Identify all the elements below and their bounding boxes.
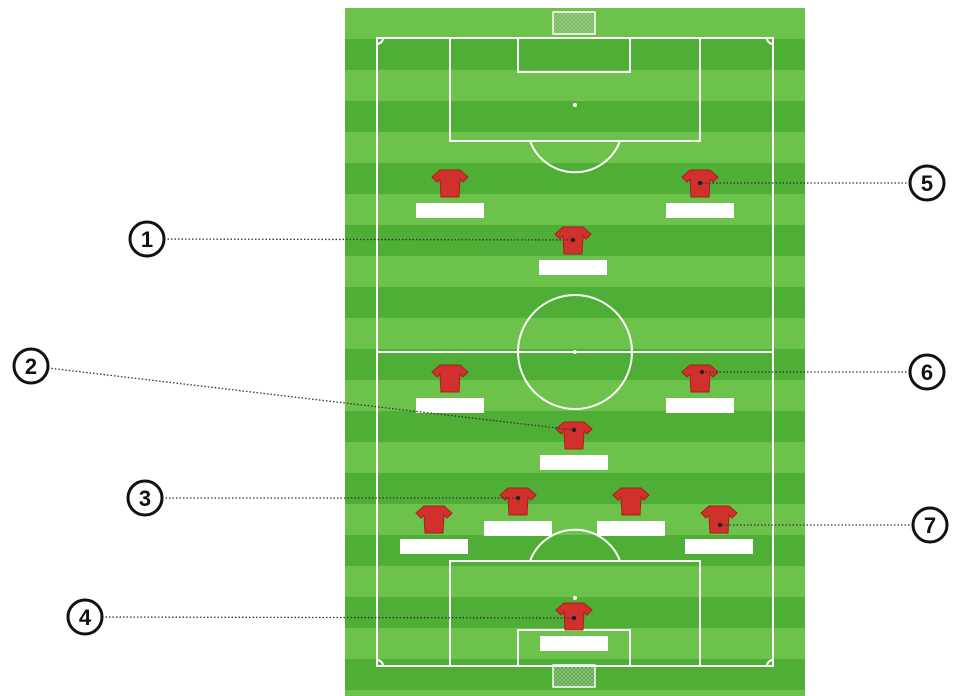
grass-stripe xyxy=(345,349,805,380)
player-name-plate xyxy=(400,539,468,554)
callout-circle xyxy=(911,506,949,544)
player-marker xyxy=(666,364,734,413)
grass-stripe xyxy=(345,318,805,349)
callout-leader-line xyxy=(47,367,575,431)
grass-stripe xyxy=(345,566,805,597)
player-name-plate xyxy=(666,203,734,218)
corner-arc xyxy=(376,37,384,45)
callout-circle xyxy=(908,164,946,202)
callout-circle xyxy=(66,598,104,636)
goal-net-bottom xyxy=(552,664,596,688)
player-marker xyxy=(400,505,468,554)
grass-stripe xyxy=(345,194,805,225)
grass-stripe xyxy=(345,163,805,194)
player-name-plate xyxy=(416,398,484,413)
callout-3: 3 xyxy=(126,479,521,517)
callout-circle xyxy=(126,479,164,517)
callout-circle xyxy=(908,353,946,391)
jersey-icon xyxy=(700,505,738,534)
callout-4: 4 xyxy=(66,598,577,636)
callout-number: 6 xyxy=(921,360,933,385)
callout-number: 2 xyxy=(25,354,37,379)
callout-2: 2 xyxy=(12,347,577,433)
player-name-plate xyxy=(539,260,607,275)
player-marker xyxy=(540,421,608,470)
callout-target-dot xyxy=(571,427,577,433)
player-name-plate xyxy=(597,521,665,536)
callout-target-dot xyxy=(515,495,521,501)
player-name-plate xyxy=(685,539,753,554)
grass-stripe xyxy=(345,473,805,504)
penalty-spot-top xyxy=(573,103,577,107)
player-name-plate xyxy=(416,203,484,218)
callout-1: 1 xyxy=(128,220,576,258)
player-marker xyxy=(416,169,484,218)
player-name-plate xyxy=(484,521,552,536)
jersey-icon xyxy=(431,364,469,393)
callout-6: 6 xyxy=(699,353,946,391)
goal-area-top xyxy=(517,37,631,73)
corner-arc xyxy=(376,659,384,667)
jersey-icon xyxy=(431,169,469,198)
callout-number: 5 xyxy=(921,171,933,196)
callout-number: 3 xyxy=(139,486,151,511)
callout-leader-line xyxy=(101,616,575,619)
grass-stripe xyxy=(345,380,805,411)
penalty-arc-bottom xyxy=(529,528,621,562)
jersey-icon xyxy=(555,421,593,450)
player-marker xyxy=(685,505,753,554)
jersey-icon xyxy=(612,487,650,516)
callout-target-dot xyxy=(717,522,723,528)
player-marker xyxy=(597,487,665,536)
centre-spot xyxy=(573,350,577,354)
callout-circle xyxy=(128,220,166,258)
goal-net-top xyxy=(552,11,596,35)
grass-stripe xyxy=(345,690,805,696)
grass-stripe xyxy=(345,287,805,318)
player-marker xyxy=(416,364,484,413)
player-name-plate xyxy=(666,398,734,413)
callout-target-dot xyxy=(570,237,576,243)
player-marker xyxy=(484,487,552,536)
grass-stripe xyxy=(345,39,805,70)
jersey-icon xyxy=(415,505,453,534)
callout-target-dot xyxy=(697,180,703,186)
callout-target-dot xyxy=(699,369,705,375)
player-marker xyxy=(539,226,607,275)
callout-7: 7 xyxy=(717,506,949,544)
callout-number: 7 xyxy=(924,513,936,538)
player-name-plate xyxy=(540,636,608,651)
callout-circle xyxy=(12,347,50,385)
callout-target-dot xyxy=(571,615,577,621)
grass-stripe xyxy=(345,70,805,101)
penalty-spot-bottom xyxy=(573,596,577,600)
football-pitch xyxy=(345,8,805,696)
callout-number: 4 xyxy=(79,605,92,630)
callout-5: 5 xyxy=(697,164,946,202)
grass-stripe xyxy=(345,132,805,163)
callout-number: 1 xyxy=(141,227,153,252)
centre-circle xyxy=(517,294,633,410)
jersey-icon xyxy=(499,487,537,516)
callout-leader-line xyxy=(163,238,574,241)
player-name-plate xyxy=(540,455,608,470)
corner-arc xyxy=(766,659,774,667)
players-layer xyxy=(400,169,753,651)
penalty-arc-top xyxy=(529,140,621,174)
corner-arc xyxy=(766,37,774,45)
callouts-layer: 1 2 3 4 5 6 7 xyxy=(12,164,949,636)
